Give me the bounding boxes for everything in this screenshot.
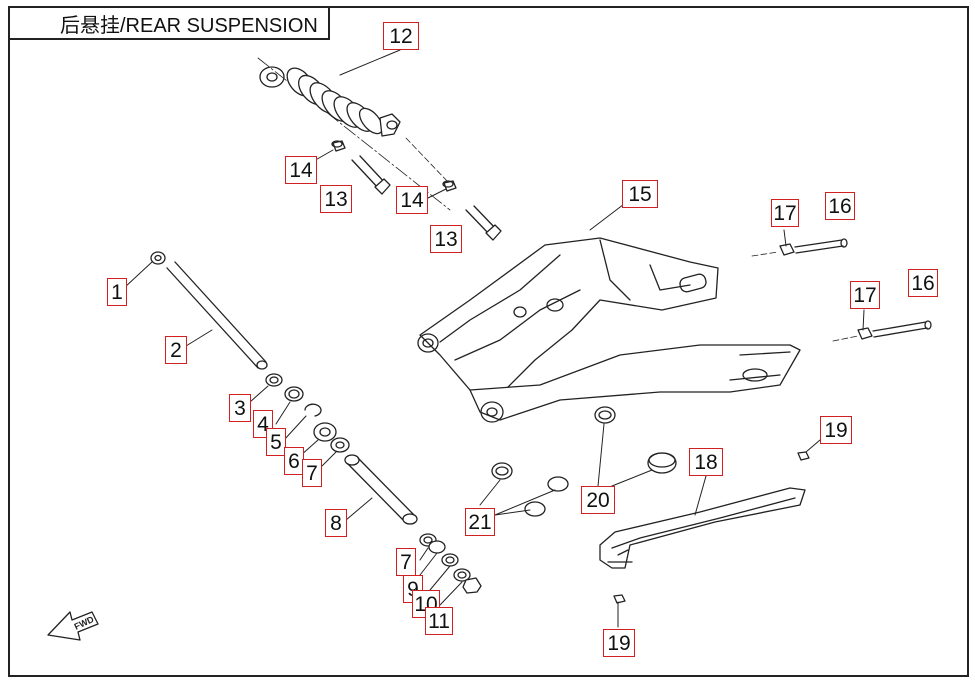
callout-16: 16 <box>825 192 855 220</box>
drawing-frame <box>8 6 969 677</box>
callout-2: 2 <box>165 336 187 364</box>
page-title: 后悬挂/REAR SUSPENSION <box>8 6 330 40</box>
callout-13: 13 <box>320 185 352 213</box>
screw-part <box>613 451 810 604</box>
chain-slider-part <box>599 487 806 569</box>
callout-18: 18 <box>689 448 723 476</box>
callout-6: 6 <box>284 447 304 475</box>
callout-19: 19 <box>603 629 635 657</box>
callout-14: 14 <box>285 156 317 184</box>
callout-16: 16 <box>908 269 938 297</box>
callout-20: 20 <box>581 486 615 514</box>
bolt-part <box>351 155 502 241</box>
forward-direction-arrow: FWD <box>47 611 99 641</box>
callout-11: 11 <box>425 607 453 635</box>
callout-3: 3 <box>229 394 251 422</box>
bushing-part <box>331 140 457 192</box>
shock-absorber-part <box>257 57 451 211</box>
pivot-axle-part <box>150 251 268 370</box>
callout-17: 17 <box>850 281 880 309</box>
callout-17: 17 <box>771 199 799 227</box>
callout-7: 7 <box>302 459 322 487</box>
callout-5: 5 <box>266 428 286 456</box>
callout-13: 13 <box>430 225 462 253</box>
bearing-stack-part <box>265 373 350 453</box>
callout-21: 21 <box>465 508 495 536</box>
callout-12: 12 <box>383 22 419 50</box>
leader-lines <box>123 49 865 628</box>
callout-1: 1 <box>107 278 127 306</box>
swingarm-part <box>417 237 801 423</box>
callout-15: 15 <box>622 180 658 208</box>
callout-14: 14 <box>396 186 428 214</box>
callout-7: 7 <box>396 548 416 576</box>
callout-8: 8 <box>325 509 347 537</box>
callout-19: 19 <box>820 416 852 444</box>
spacer-tube-part <box>344 454 418 525</box>
dust-cap-part <box>491 406 677 517</box>
bolt-16-part <box>751 238 932 342</box>
